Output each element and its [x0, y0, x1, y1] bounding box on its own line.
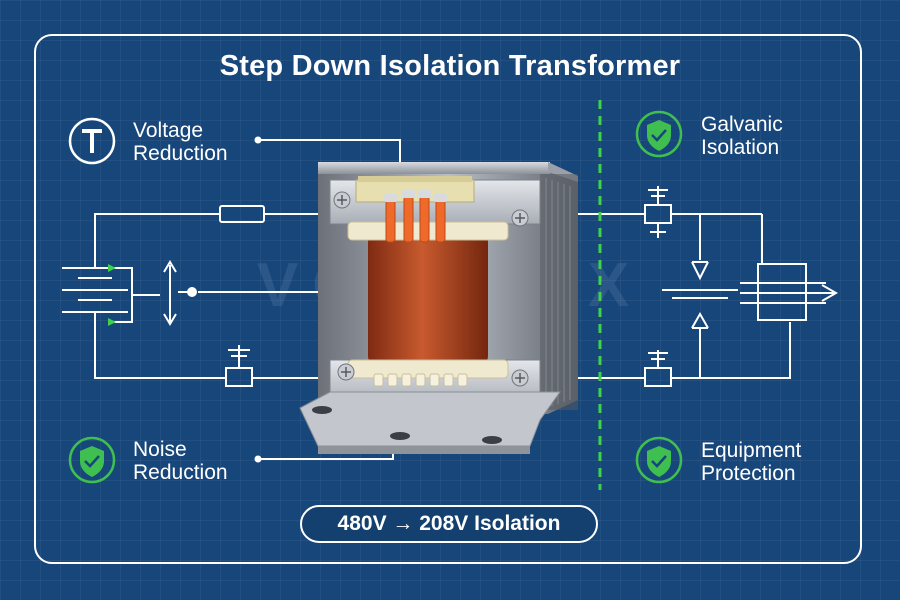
callout-dot-voltage — [254, 136, 262, 144]
feature-noise-reduction: Noise Reduction — [133, 438, 228, 484]
junction-dot — [187, 287, 197, 297]
shield-check-icon-noise — [68, 436, 116, 484]
feature-voltage-line2: Reduction — [133, 142, 228, 165]
feature-equipment-line1: Equipment — [701, 439, 802, 462]
feature-galvanic-isolation: Galvanic Isolation — [701, 113, 783, 159]
transformer-symbol-icon — [68, 117, 116, 165]
shield-check-icon-galvanic — [635, 110, 683, 158]
transformer-illustration — [299, 162, 578, 454]
feature-noise-line2: Reduction — [133, 461, 228, 484]
diagram-frame — [34, 34, 862, 564]
shield-check-icon-equipment — [635, 436, 683, 484]
callout-dot-noise — [254, 455, 262, 463]
feature-voltage-line1: Voltage — [133, 119, 204, 142]
feature-noise-line1: Noise — [133, 438, 187, 461]
feature-equipment-line2: Protection — [701, 462, 796, 485]
polarity-markers — [108, 264, 116, 326]
feature-voltage-reduction: Voltage Reduction — [133, 119, 228, 165]
feature-equipment-protection: Equipment Protection — [701, 439, 801, 485]
feature-galvanic-line2: Isolation — [701, 136, 780, 159]
diagram-title: Step Down Isolation Transformer — [219, 50, 681, 82]
secondary-circuit — [572, 186, 839, 387]
rating-badge: 480V → 208V Isolation — [300, 505, 598, 543]
feature-galvanic-line1: Galvanic — [701, 113, 783, 136]
